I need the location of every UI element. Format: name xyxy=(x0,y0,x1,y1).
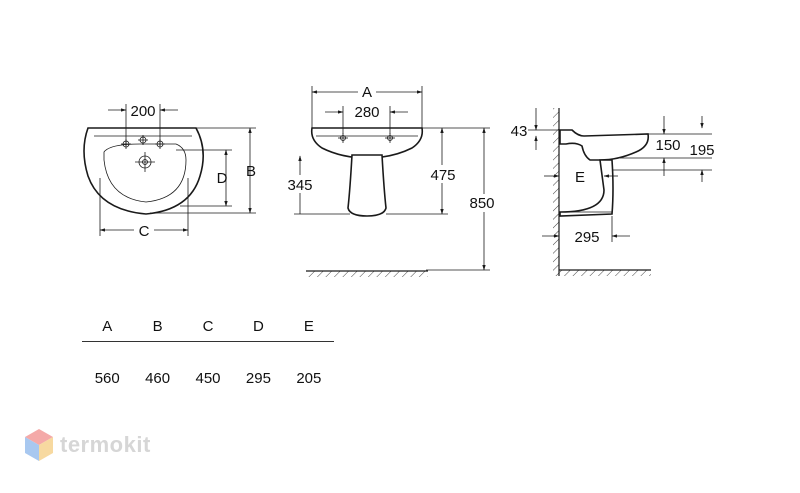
dim-e-label: E xyxy=(575,169,585,186)
table-value-b: 460 xyxy=(145,370,171,387)
wall-hatch xyxy=(553,108,559,276)
pedestal-height-label: 345 xyxy=(287,177,312,194)
total-height-label: 850 xyxy=(469,195,494,212)
dimensions-table: A B C D E 560 460 450 295 205 xyxy=(82,318,334,387)
profile-floor-hatch xyxy=(559,270,651,276)
elevation-view: A 280 345 475 850 xyxy=(284,83,500,277)
elevation-basin xyxy=(310,127,424,159)
dim-b-label: B xyxy=(246,163,256,180)
profile-basin xyxy=(559,129,650,161)
dim-d-label: D xyxy=(217,170,228,187)
profile-height-label: 195 xyxy=(689,142,714,159)
drain-hole xyxy=(135,152,155,172)
front-spacing-label: 200 xyxy=(130,103,155,120)
profile-depth-label: 295 xyxy=(574,229,599,246)
table-header-e: E xyxy=(303,318,314,335)
table-header-row: A B C D E xyxy=(82,318,334,342)
watermark-text: termokit xyxy=(60,432,151,457)
table-value-d: 295 xyxy=(245,370,271,387)
table-value-e: 205 xyxy=(296,370,322,387)
profile-top-label: 43 xyxy=(511,123,528,140)
table-value-c: 450 xyxy=(195,370,221,387)
basin-height-label: 475 xyxy=(430,167,455,184)
table-header-a: A xyxy=(102,318,113,335)
pedestal xyxy=(347,154,387,217)
table-header-c: C xyxy=(202,318,214,335)
cube-icon xyxy=(25,429,53,461)
table-header-d: D xyxy=(253,318,264,335)
front-view: 200 B D C xyxy=(83,103,256,240)
dim-c-label: C xyxy=(139,223,150,240)
table-row: 560 460 450 295 205 xyxy=(82,370,334,387)
watermark-logo: termokit xyxy=(24,428,151,462)
table-value-a: 560 xyxy=(94,370,120,387)
profile-pedestal xyxy=(559,159,614,217)
table-header-b: B xyxy=(152,318,163,335)
profile-view: 43 150 195 E 295 xyxy=(511,108,715,276)
floor-hatch xyxy=(306,271,428,277)
side-spacing-label: 280 xyxy=(354,104,379,121)
profile-offset-label: 150 xyxy=(655,137,680,154)
front-basin-outline xyxy=(83,127,204,215)
dim-a-label: A xyxy=(362,84,372,101)
